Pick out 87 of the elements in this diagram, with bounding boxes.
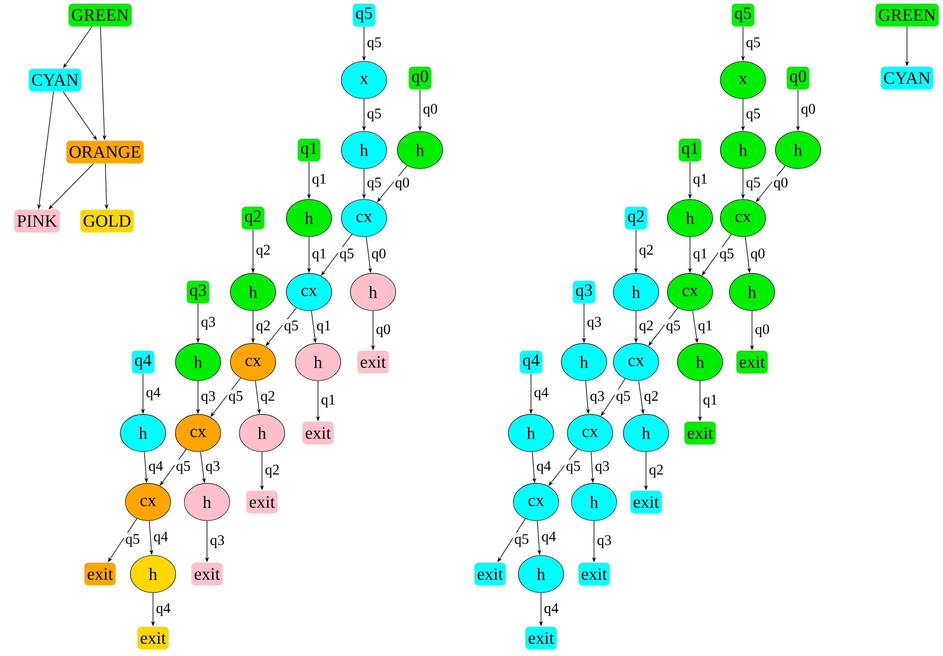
qubit-box: exit xyxy=(684,422,716,444)
qubit-box: q0 xyxy=(408,66,432,90)
edge-label: q0 xyxy=(772,176,790,192)
qubit-box: q4 xyxy=(520,350,542,374)
edge-label: q1 xyxy=(320,393,337,409)
qubit-box: CYAN xyxy=(880,66,934,90)
edge-label: q5 xyxy=(227,390,244,406)
qubit-box: q1 xyxy=(298,138,320,162)
qubit-box: exit xyxy=(525,626,557,650)
edge-label: q5 xyxy=(512,532,530,548)
edge-label: q4 xyxy=(152,530,170,546)
qubit-box: q2 xyxy=(242,206,264,230)
edge-label: q4 xyxy=(147,460,164,476)
edge-label: q3 xyxy=(588,390,606,406)
edge-label: q5 xyxy=(718,247,736,263)
edge-label: q0 xyxy=(754,322,771,338)
qubit-box: q5 xyxy=(732,4,754,26)
edge-label: q5 xyxy=(564,460,582,476)
edge-label: q5 xyxy=(366,107,383,123)
edge-label: q0 xyxy=(374,322,392,338)
edge-label: q1 xyxy=(692,172,709,188)
qubit-box: exit xyxy=(630,490,662,514)
edge-label: q5 xyxy=(338,247,356,263)
edge-label: q2 xyxy=(264,463,281,479)
edge-label: q4 xyxy=(532,386,550,402)
edge-label: q1 xyxy=(696,319,714,335)
edge-label: q5 xyxy=(664,319,682,335)
edge-label: q3 xyxy=(200,316,217,332)
edge-label: q3 xyxy=(586,316,603,332)
qubit-box: exit xyxy=(474,562,506,586)
edge-label: q4 xyxy=(542,602,560,618)
qubit-box: q0 xyxy=(786,66,810,90)
edge-label: q5 xyxy=(124,532,142,548)
edge-label: q5 xyxy=(366,36,383,52)
edge-label: q5 xyxy=(366,176,383,192)
qubit-box: exit xyxy=(246,490,278,514)
edge-label: q2 xyxy=(642,390,660,406)
edge-label: q4 xyxy=(144,386,162,402)
qubit-box: exit xyxy=(84,562,116,586)
qubit-box: q2 xyxy=(624,206,648,230)
edge-label: q2 xyxy=(254,244,272,260)
edge-label: q5 xyxy=(744,36,762,52)
color-box: ORANGE xyxy=(66,140,144,164)
qubit-box: q5 xyxy=(352,4,376,26)
qubit-box: exit xyxy=(578,562,610,586)
edge-label: q0 xyxy=(800,102,817,118)
qubit-box: exit xyxy=(137,626,169,650)
edge-label: q4 xyxy=(540,530,558,546)
color-box: GOLD xyxy=(80,210,134,232)
edge-label: q3 xyxy=(594,460,611,476)
edge-label: q5 xyxy=(744,107,762,123)
color-box: PINK xyxy=(14,210,60,232)
qubit-box: q1 xyxy=(678,138,702,162)
qubit-box: q3 xyxy=(186,280,210,304)
edge-label: q5 xyxy=(744,176,762,192)
edge-label: q2 xyxy=(254,319,272,335)
edge-label: q2 xyxy=(638,244,655,260)
qubit-box: exit xyxy=(302,422,334,444)
edge-label: q3 xyxy=(208,534,226,550)
edge-label: q3 xyxy=(200,390,217,406)
edge-label: q0 xyxy=(749,247,766,263)
edge-label: q0 xyxy=(422,102,439,118)
edge-label: q2 xyxy=(648,463,665,479)
edge-label: q3 xyxy=(596,534,613,550)
edge-label: q5 xyxy=(614,390,632,406)
edge-label: q4 xyxy=(535,460,552,476)
edge-label: q5 xyxy=(282,319,300,335)
edge-label: q1 xyxy=(310,172,328,188)
qubit-box: q4 xyxy=(132,350,154,374)
edge-label: q1 xyxy=(310,247,328,263)
qubit-box: q3 xyxy=(572,280,596,304)
color-box: GREEN xyxy=(68,4,132,26)
edge-label: q1 xyxy=(692,247,709,263)
edge-label: q1 xyxy=(315,319,332,335)
edge-label: q0 xyxy=(394,176,411,192)
edge-label: q2 xyxy=(259,390,276,406)
edge-label: q3 xyxy=(204,460,222,476)
edge-label: q1 xyxy=(702,393,719,409)
edge-label: q4 xyxy=(154,602,172,618)
edge-label: q5 xyxy=(174,460,192,476)
edge-label: q2 xyxy=(638,319,655,335)
edge-label: q0 xyxy=(370,247,388,263)
color-box: CYAN xyxy=(28,68,82,92)
qubit-box: exit xyxy=(736,350,768,374)
qubit-box: GREEN xyxy=(875,4,939,26)
qubit-box: exit xyxy=(357,350,389,374)
qubit-box: exit xyxy=(191,562,223,586)
